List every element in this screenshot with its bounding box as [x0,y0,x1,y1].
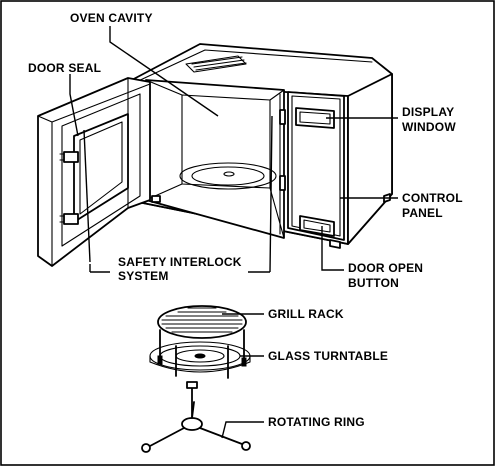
oven-door [38,78,150,266]
oven-side-face [348,74,392,244]
door-hinge-bottom [64,214,78,224]
interlock-latch-top [280,110,285,124]
label-control-panel-line1: CONTROL [402,191,463,205]
interlock-latch-bottom [280,176,285,190]
label-grill-rack: GRILL RACK [268,307,344,321]
label-control-panel-line2: PANEL [402,206,443,220]
glass-turntable [150,342,250,372]
microwave-oven [128,44,392,248]
label-safety-interlock-line2: SYSTEM [118,269,169,283]
rotating-ring [142,382,250,452]
label-rotating-ring: ROTATING RING [268,415,365,429]
label-safety-interlock-line1: SAFETY INTERLOCK [118,255,242,269]
label-door-seal: DOOR SEAL [28,61,101,75]
door-hinge-top [64,152,78,162]
oven-cavity [146,80,284,238]
label-glass-turntable: GLASS TURNTABLE [268,349,388,363]
label-door-open-line2: BUTTON [348,276,399,290]
label-door-open-line1: DOOR OPEN [348,261,423,275]
label-display-window-line2: WINDOW [402,120,456,134]
label-oven-cavity: OVEN CAVITY [70,11,153,25]
label-display-window-line1: DISPLAY [402,105,454,119]
